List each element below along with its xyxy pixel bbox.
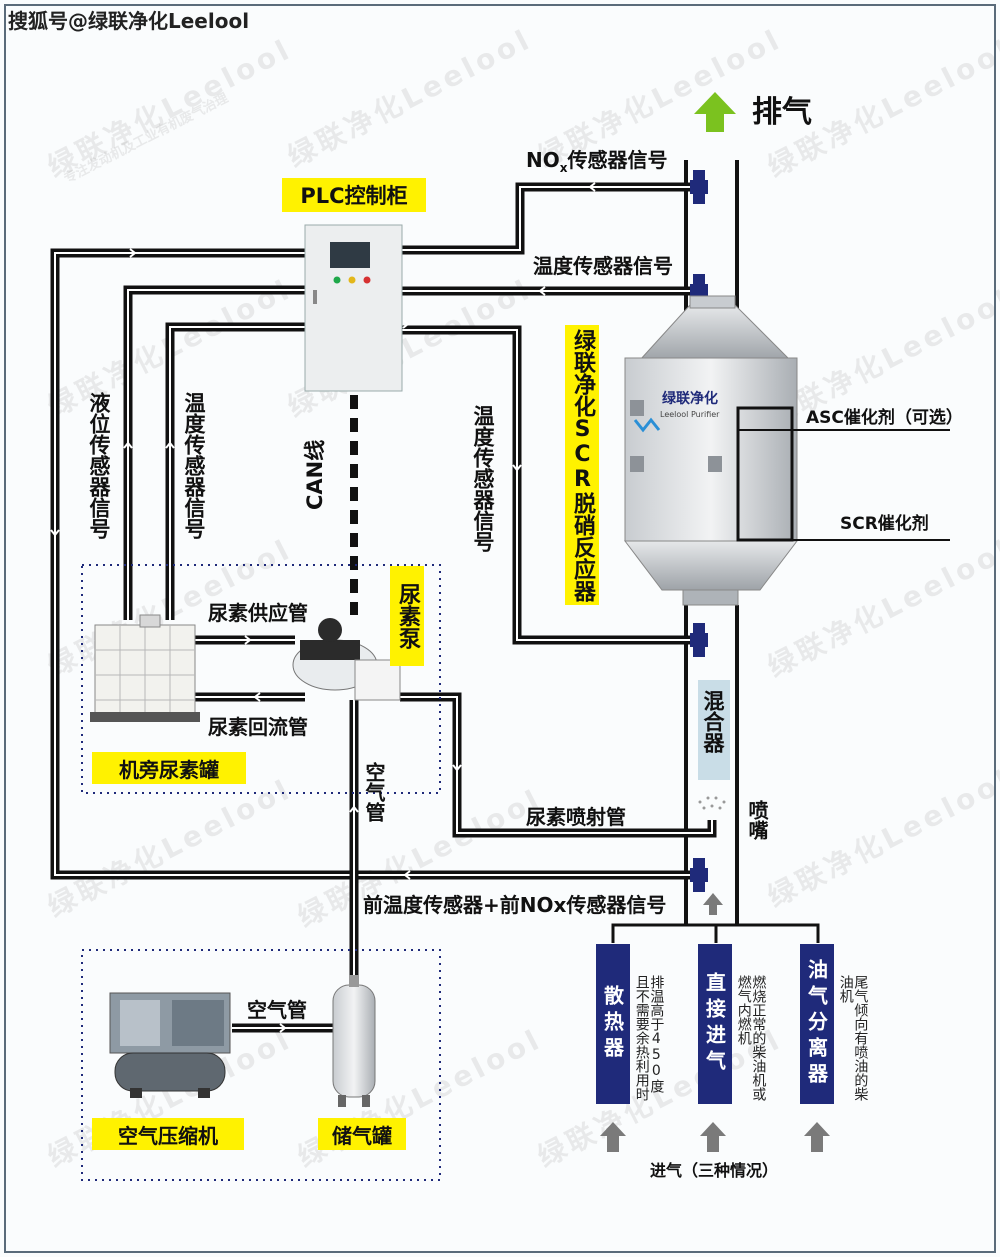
inlet-radiator-box: 散热器 xyxy=(596,944,630,1104)
inlet-caption: 进气（三种情况） xyxy=(650,1161,779,1180)
exhaust-arrow-icon xyxy=(694,92,736,132)
scr-reactor xyxy=(623,295,950,606)
air-compressor-image xyxy=(109,992,231,1098)
urea-pump-image xyxy=(292,618,401,701)
inlet-direct-box: 直接进气 xyxy=(698,944,732,1104)
inlet-radiator-note: 排温高于450度且不需要余热利用时 xyxy=(633,975,665,1101)
mixer-box xyxy=(698,680,730,780)
urea-return-label: 尿素回流管 xyxy=(208,715,308,739)
exhaust-label: 排气 xyxy=(752,95,812,130)
air-tank-image xyxy=(332,975,376,1107)
reactor-label: 绿联净化SCR脱硝反应器 xyxy=(565,325,599,605)
urea-tank-label: 机旁尿素罐 xyxy=(92,752,246,784)
can-label: CAN线 xyxy=(303,439,327,510)
level-signal-label: 液位传感器信号 xyxy=(87,392,111,539)
urea-supply-label: 尿素供应管 xyxy=(208,601,308,625)
mixer-label: 混合器 xyxy=(701,690,725,753)
source-header: 搜狐号@绿联净化Leelool xyxy=(8,9,250,33)
temp-signal-left-label: 温度传感器信号 xyxy=(182,392,206,539)
air-pipe-horizontal-label: 空气管 xyxy=(247,998,307,1022)
temp-signal-top-label: 温度传感器信号 xyxy=(533,254,673,278)
urea-spray-label: 尿素喷射管 xyxy=(526,805,626,829)
air-pipe-vertical-label: 空气管 xyxy=(362,762,386,822)
urea-pump-label: 尿素泵 xyxy=(390,566,424,666)
inlet-direct-note: 燃烧正常的柴油机或燃气内燃机 xyxy=(735,975,767,1101)
compressor-label: 空气压缩机 xyxy=(92,1118,244,1150)
temp-signal-right-label: 温度传感器信号 xyxy=(471,405,495,552)
air-tank-label: 储气罐 xyxy=(318,1118,406,1150)
plc-label: PLC控制柜 xyxy=(282,178,426,212)
nozzle-label: 喷嘴 xyxy=(745,800,769,840)
reactor-logo: 绿联净化 xyxy=(662,391,718,407)
nox-signal-label: NOx传感器信号 xyxy=(526,148,668,175)
inlet-separator-box: 油气分离器 xyxy=(800,944,834,1104)
reactor-logo-sub: Leelool Purifier xyxy=(660,410,720,419)
asc-label: ASC催化剂（可选） xyxy=(806,408,963,428)
urea-tank-image xyxy=(90,614,200,722)
inlet-separator-note: 尾气倾向有喷油的柴油机 xyxy=(837,975,869,1101)
front-signal-label: 前温度传感器+前NOx传感器信号 xyxy=(363,893,667,917)
scr-label: SCR催化剂 xyxy=(840,514,929,534)
plc-cabinet xyxy=(304,224,403,392)
